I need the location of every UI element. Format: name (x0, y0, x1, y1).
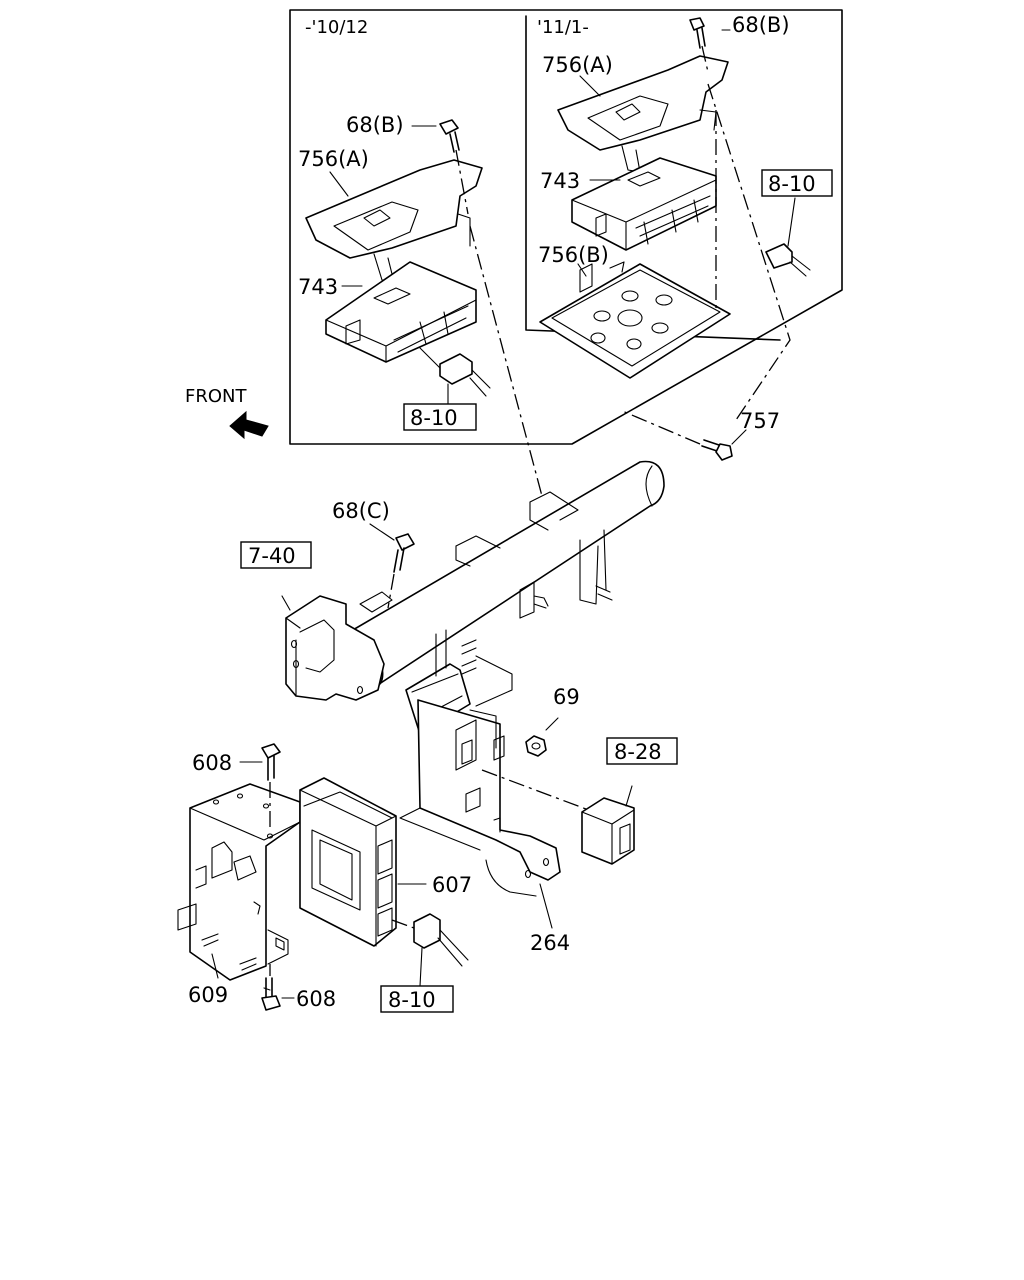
module-8-28 (581, 785, 635, 865)
bolt-608-bottom (261, 964, 295, 1011)
callout-757: 757 (740, 409, 780, 433)
bolt-68b-left (439, 119, 460, 153)
bolt-68c (369, 523, 415, 609)
ref-box-8-10-bottom (380, 985, 454, 1013)
callout-68b-left: 68(B) (346, 113, 404, 137)
callout-8-10-right: 8-10 (768, 172, 816, 196)
center-support-264 (399, 699, 561, 929)
period-label-left: -'10/12 (305, 17, 368, 38)
callout-609: 609 (188, 983, 228, 1007)
period-label-right: '11/1- (537, 17, 589, 38)
callout-756b-right: 756(B) (538, 243, 609, 267)
callout-69: 69 (553, 685, 580, 709)
left-inset-assembly (305, 119, 543, 497)
ref-box-8-28 (606, 737, 678, 765)
inset-frame: -'10/12 '11/1- (289, 9, 843, 445)
callout-608-bottom: 608 (296, 987, 336, 1011)
callout-8-10-left: 8-10 (410, 406, 458, 430)
ref-box-7-40 (240, 541, 312, 569)
stud-609 (201, 933, 257, 979)
bolt-608-top (239, 743, 281, 832)
callout-8-10-bottom: 8-10 (388, 988, 436, 1012)
callout-743-left: 743 (298, 275, 338, 299)
callout-743-right: 743 (540, 169, 580, 193)
ref-box-8-10-left (403, 403, 477, 431)
bolt-68b-right (689, 17, 706, 49)
callout-264: 264 (530, 931, 570, 955)
connector-8-10-left (419, 347, 491, 405)
right-inset-assembly (539, 17, 811, 421)
side-bracket-7-40 (281, 595, 385, 701)
callout-607: 607 (432, 873, 472, 897)
callout-608-top: 608 (192, 751, 232, 775)
front-label: FRONT (185, 386, 247, 407)
connector-8-10-right (765, 197, 811, 277)
nut-69 (525, 717, 559, 757)
bracket-756a-left (305, 159, 483, 283)
callout-7-40: 7-40 (248, 544, 296, 568)
front-indicator: FRONT (185, 386, 269, 440)
callout-68c: 68(C) (332, 499, 390, 523)
bolt-757 (619, 409, 747, 461)
callout-756a-left: 756(A) (298, 147, 369, 171)
callout-8-28: 8-28 (614, 740, 662, 764)
callout-68b-right: 68(B) (732, 13, 790, 37)
tray-756b-right (539, 261, 731, 379)
ref-box-8-10-right (761, 169, 833, 197)
control-unit-743-right (571, 157, 717, 251)
control-unit-743-left (325, 261, 477, 363)
connector-8-10-bottom (391, 913, 469, 987)
front-arrow-icon (229, 410, 269, 440)
callout-756a-right: 756(A) (542, 53, 613, 77)
ecu-bracket-609 (177, 783, 301, 981)
ecu-607 (299, 777, 425, 947)
